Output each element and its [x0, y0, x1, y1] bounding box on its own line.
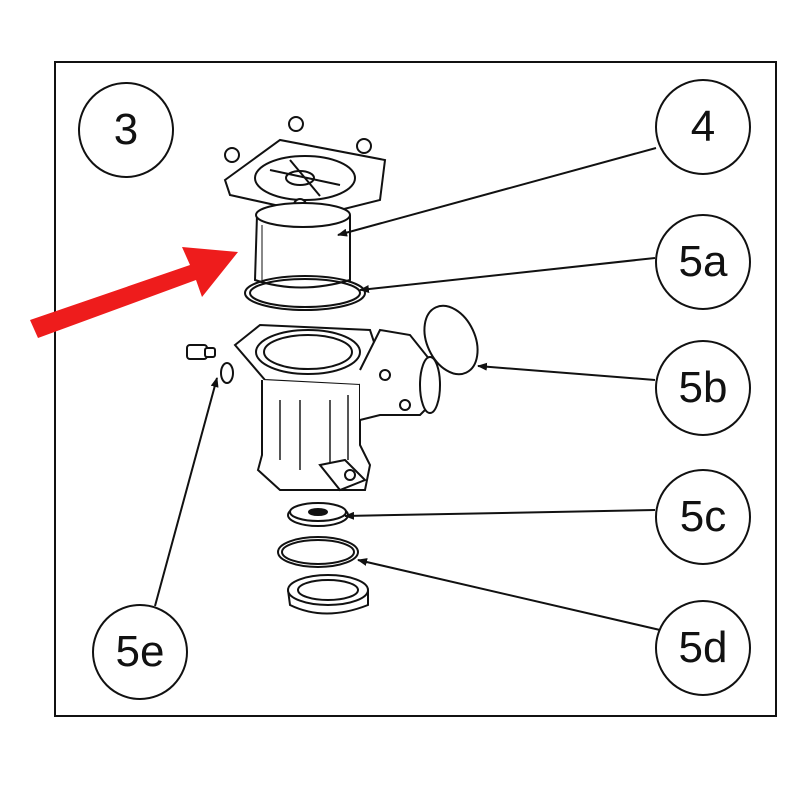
o-ring-5e	[220, 362, 234, 384]
callout-label: 5c	[679, 492, 727, 541]
top-cover-part	[223, 116, 387, 217]
leader-5b	[477, 362, 656, 381]
callout-label: 5d	[678, 623, 728, 672]
red-pointer-arrow	[30, 247, 238, 338]
callout-label: 5b	[678, 363, 728, 412]
callout-label: 5a	[678, 237, 728, 286]
callout-5b: 5b	[655, 340, 751, 436]
callout-5d: 5d	[655, 600, 751, 696]
bottom-seal-part	[287, 574, 369, 615]
drain-plug-part	[186, 344, 216, 360]
leader-5d	[357, 558, 661, 631]
pump-housing-part	[233, 323, 441, 492]
leader-5a	[359, 257, 656, 294]
callout-5e: 5e	[92, 604, 188, 700]
callout-3: 3	[78, 82, 174, 178]
callout-5a: 5a	[655, 214, 751, 310]
cylinder-part-4	[253, 202, 351, 289]
diagram-frame	[54, 61, 777, 717]
callout-label: 3	[113, 105, 139, 154]
leader-lines	[154, 147, 661, 631]
o-ring-5d	[277, 536, 359, 568]
callout-label: 5e	[115, 627, 165, 676]
callout-label: 4	[690, 102, 716, 151]
leader-5e	[154, 377, 219, 607]
leader-5c	[344, 509, 656, 520]
callout-4: 4	[655, 79, 751, 175]
o-ring-5b	[423, 304, 479, 376]
leader-4	[337, 147, 657, 237]
callout-5c: 5c	[655, 469, 751, 565]
seal-disc-5c	[287, 502, 349, 527]
